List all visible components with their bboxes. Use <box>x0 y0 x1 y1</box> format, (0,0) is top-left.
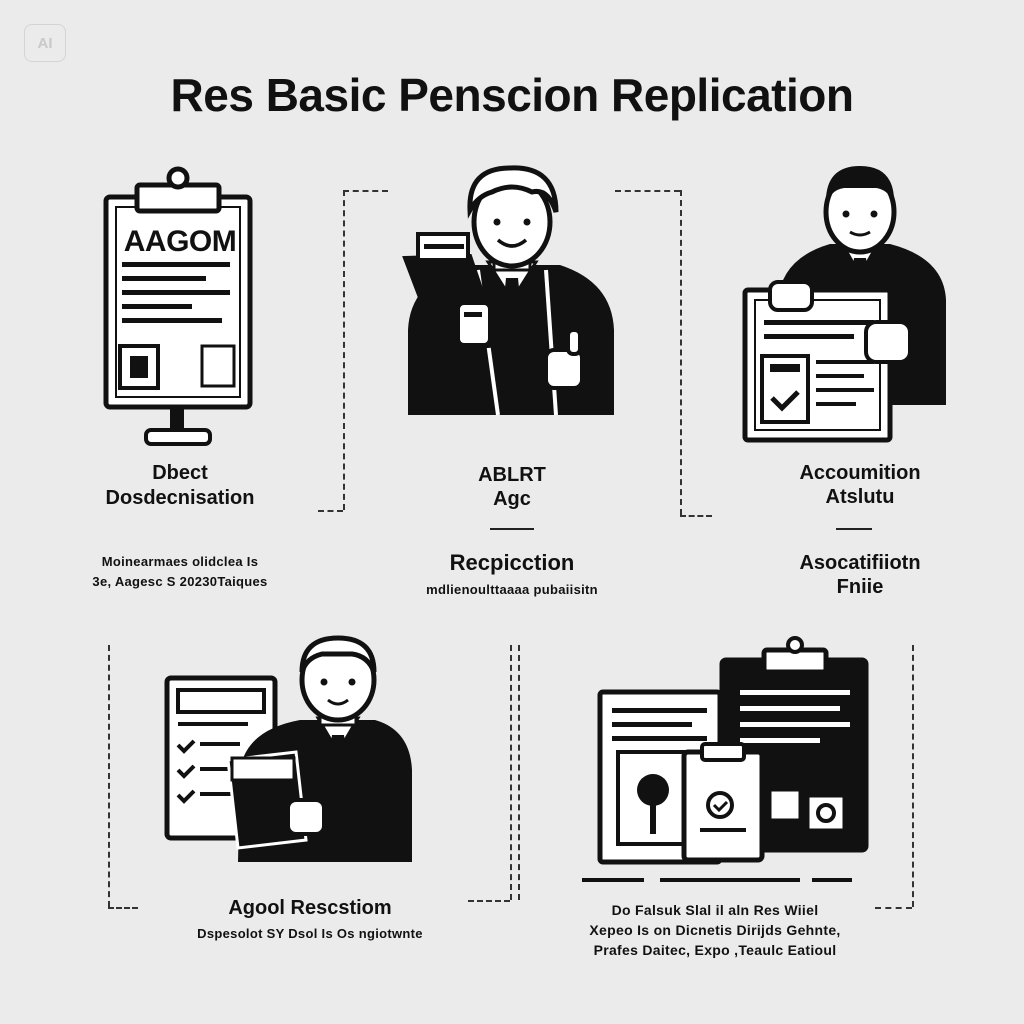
divider-line <box>518 645 520 900</box>
panel3-rule <box>836 528 872 530</box>
panel2-heading-1: ABLRT <box>478 464 546 486</box>
panel4-heading: Agool Rescstiom <box>228 897 392 919</box>
divider-line <box>680 515 712 517</box>
divider-line <box>680 190 682 515</box>
divider-line <box>343 190 388 192</box>
clipboard-text: AAGOM <box>123 225 237 258</box>
page-title: Res Basic Penscion Replication <box>170 69 854 121</box>
panel5-note-3: Prafes Daitec, Expo ,Teaulc Eatioul <box>593 942 837 958</box>
panel2-heading-2: Agc <box>493 488 531 510</box>
panel1-heading-2: Dosdecnisation <box>105 487 255 509</box>
divider-line <box>343 190 345 510</box>
panel5-note-2: Xepeo Is on Dicnetis Dirijds Gehnte, <box>589 922 841 938</box>
divider-line <box>108 645 110 907</box>
panel2-rule <box>490 528 534 530</box>
panel1-note-2: 3e, Aagesc S 20230Taiques <box>92 574 268 589</box>
divider-line <box>510 645 512 900</box>
panel4-note-1: Dspesolot SY Dsol Is Os ngiotwnte <box>197 926 423 941</box>
panel2-subheading: Recpicction <box>449 550 575 575</box>
panel3-subheading-1: Asocatifiiotn <box>799 552 921 574</box>
divider-line <box>318 510 343 512</box>
divider-line <box>875 907 912 909</box>
panel3-heading-1: Accoumition <box>799 462 921 484</box>
divider-line <box>468 900 510 902</box>
ai-badge: AI <box>24 24 66 62</box>
panel3-heading-2: Atslutu <box>825 486 895 508</box>
divider-line <box>615 190 680 192</box>
panel5-note-1: Do Falsuk Slal il aln Res Wiiel <box>611 902 819 918</box>
panel3-subheading-2: Fniie <box>836 576 884 598</box>
panel1-heading-1: Dbect <box>152 462 208 484</box>
divider-line <box>108 907 138 909</box>
divider-line <box>912 645 914 907</box>
panel2-note-1: mdlienoulttaaaa pubaiisitn <box>426 582 598 597</box>
panel1-note-1: Moinearmaes olidclea Is <box>101 554 259 569</box>
